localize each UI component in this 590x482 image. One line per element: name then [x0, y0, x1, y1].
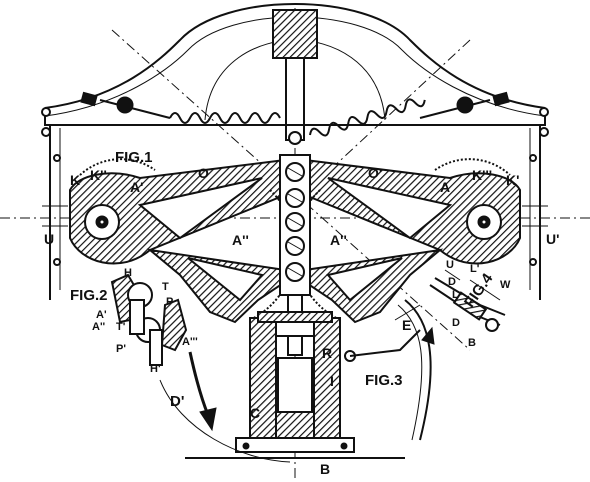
- label-d-fig4b: D: [452, 317, 460, 329]
- label-k1: K': [506, 172, 519, 188]
- label-u-fig4: U: [446, 259, 454, 271]
- label-a2-left: A'': [232, 232, 249, 248]
- right-arm: [304, 158, 521, 324]
- label-h-top: H: [124, 267, 132, 279]
- label-d1: D': [170, 393, 184, 410]
- label-fig2: FIG.2: [70, 287, 108, 304]
- label-a2-fig2: A'': [92, 321, 106, 333]
- cylinder: [185, 311, 405, 459]
- label-l1-fig4: L': [470, 263, 480, 275]
- label-b-fig4: B: [468, 337, 476, 349]
- arch-frame: [41, 3, 549, 300]
- springs: [80, 91, 510, 145]
- label-a1-fig2: A': [96, 309, 107, 321]
- label-k3: K''': [472, 167, 492, 183]
- fig3-detail: [344, 299, 435, 441]
- label-a: A: [440, 179, 450, 195]
- label-fig1: FIG.1: [115, 149, 153, 166]
- label-a3-fig2: A''': [182, 336, 198, 348]
- label-a1: A': [130, 179, 143, 195]
- label-w-fig4: W: [500, 279, 511, 291]
- label-p: P: [166, 296, 173, 308]
- label-d-fig4: D: [448, 276, 456, 288]
- label-h-bottom: H': [150, 363, 161, 375]
- label-k2: K'': [90, 167, 107, 183]
- label-k: K: [70, 172, 80, 188]
- label-c: C: [250, 405, 260, 421]
- label-a2-right: A'': [330, 232, 347, 248]
- label-o1: O': [368, 165, 382, 181]
- label-r: R: [322, 345, 332, 361]
- label-b: B: [320, 461, 330, 477]
- label-o: O: [198, 165, 209, 181]
- label-e: E: [402, 317, 411, 333]
- labels: FIG.1 FIG.2 FIG.3 FIG.4 O O' A' A A'' A'…: [44, 149, 559, 477]
- fig2-detail: [110, 273, 188, 366]
- label-fig3: FIG.3: [365, 372, 403, 389]
- label-u: U: [44, 231, 54, 247]
- label-i: I: [330, 373, 334, 389]
- fig4-detail: [429, 269, 506, 332]
- arrow-d1: [159, 351, 291, 463]
- label-u1: U': [546, 231, 559, 247]
- label-t1: T': [116, 321, 126, 333]
- label-l-fig4: L: [452, 289, 459, 301]
- label-p1: P': [116, 343, 126, 355]
- label-fig4: FIG.4: [461, 270, 497, 311]
- label-t: T: [162, 281, 169, 293]
